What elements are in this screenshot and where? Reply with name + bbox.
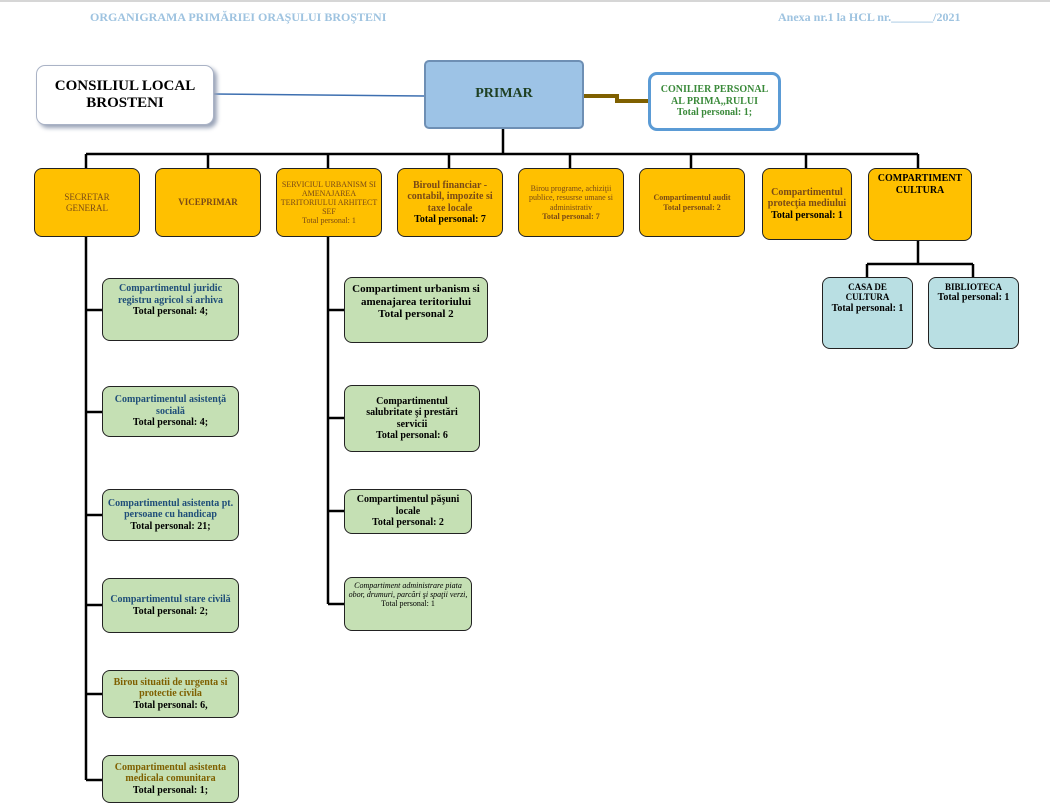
urbanism-child-total-3: Total personal: 2 bbox=[372, 517, 444, 529]
birou-programe-title: Birou programe, achiziţii publice, resus… bbox=[529, 184, 613, 212]
urbanism-child-title-2: Compartimentul salubritate şi prestări s… bbox=[366, 395, 458, 430]
serviciul-urbanism-box: SERVICIUL URBANISM SI AMENAJAREA TERITOR… bbox=[276, 168, 382, 237]
primar-label: PRIMAR bbox=[475, 86, 533, 102]
secretar-child-title-1: Compartimentul juridic registru agricol … bbox=[117, 283, 224, 306]
secretar-child-title-3: Compartimentul asistenta pt. persoane cu… bbox=[107, 497, 234, 521]
biroul-financiar-box: Biroul financiar - contabil, impozite si… bbox=[397, 168, 503, 237]
secretar-child-total-6: Total personal: 1; bbox=[132, 784, 209, 796]
secretar-child-total-5: Total personal: 6, bbox=[133, 699, 208, 711]
secretar-general-box: SECRETAR GENERAL bbox=[34, 168, 140, 237]
secretar-general-label: SECRETAR GENERAL bbox=[64, 192, 110, 213]
biblioteca-box: BIBLIOTECA Total personal: 1 bbox=[928, 277, 1019, 349]
secretar-child-title-5: Birou situatii de urgenta si protectie c… bbox=[113, 676, 228, 700]
biroul-financiar-title: Biroul financiar - contabil, impozite si… bbox=[407, 179, 493, 214]
casa-de-cultura-title: CASA DE CULTURA bbox=[845, 282, 890, 303]
serviciul-urbanism-title: SERVICIUL URBANISM SI AMENAJAREA TERITOR… bbox=[280, 179, 378, 217]
viceprimar-label: VICEPRIMAR bbox=[178, 197, 238, 208]
secretar-child-title-4: Compartimentul stare civilă bbox=[110, 594, 231, 605]
secretar-child-box-3: Compartimentul asistenta pt. persoane cu… bbox=[102, 489, 239, 541]
consiliul-local-box: CONSILIUL LOCAL BROSTENI bbox=[36, 65, 214, 125]
biblioteca-title: BIBLIOTECA bbox=[944, 282, 1003, 292]
protectia-mediului-title: Compartimentul protecţia mediului bbox=[767, 186, 847, 210]
consiliul-local-label: CONSILIUL LOCAL BROSTENI bbox=[54, 77, 196, 111]
urbanism-child-box-4: Compartiment administrare piata obor, dr… bbox=[344, 577, 472, 631]
top-border-line bbox=[0, 0, 1050, 2]
urbanism-child-total-2: Total personal: 6 bbox=[376, 430, 448, 441]
secretar-child-total-1: Total personal: 4; bbox=[132, 306, 209, 317]
serviciul-urbanism-total: Total personal: 1 bbox=[302, 216, 356, 226]
secretar-child-box-1: Compartimentul juridic registru agricol … bbox=[102, 278, 239, 341]
header-left-title: ORGANIGRAMA PRIMĂRIEI ORAŞULUI BROŞTENI bbox=[90, 10, 387, 24]
protectia-mediului-box: Compartimentul protecţia mediului Total … bbox=[762, 168, 852, 240]
compartimentul-audit-title: Compartimentul audit bbox=[653, 193, 731, 203]
urbanism-child-title-1: Compartiment urbanism si amenajarea teri… bbox=[352, 283, 480, 308]
secretar-child-title-6: Compartimentul asistenta medicala comuni… bbox=[114, 761, 227, 785]
consilier-personal-total: Total personal: 1; bbox=[676, 107, 753, 119]
secretar-child-box-4: Compartimentul stare civilă Total person… bbox=[102, 578, 239, 633]
secretar-child-total-3: Total personal: 21; bbox=[130, 520, 211, 532]
header-right-title: Anexa nr.1 la HCL nr._______/2021 bbox=[778, 10, 961, 24]
compartimentul-audit-total: Total personal: 2 bbox=[663, 202, 721, 212]
consilier-personal-title: CONILIER PERSONAL AL PRIMA,,RULUI bbox=[660, 84, 769, 107]
birou-programe-box: Birou programe, achiziţii publice, resus… bbox=[518, 168, 624, 237]
casa-de-cultura-total: Total personal: 1 bbox=[831, 302, 904, 314]
consilier-personal-box: CONILIER PERSONAL AL PRIMA,,RULUI Total … bbox=[648, 72, 781, 131]
biroul-financiar-total: Total personal: 7 bbox=[414, 214, 486, 225]
urbanism-child-total-4: Total personal: 1 bbox=[381, 599, 435, 609]
secretar-child-box-5: Birou situatii de urgenta si protectie c… bbox=[102, 670, 239, 718]
urbanism-child-box-3: Compartimentul păşuni locale Total perso… bbox=[344, 489, 472, 534]
urbanism-child-total-1: Total personal 2 bbox=[378, 308, 454, 321]
compartiment-cultura-label: COMPARTIMENT CULTURA bbox=[877, 173, 963, 196]
secretar-child-total-2: Total personal: 4; bbox=[132, 417, 209, 429]
protectia-mediului-total: Total personal: 1 bbox=[771, 209, 843, 221]
birou-programe-total: Total personal: 7 bbox=[542, 211, 600, 221]
primar-box: PRIMAR bbox=[424, 60, 584, 129]
viceprimar-box: VICEPRIMAR bbox=[155, 168, 261, 237]
secretar-child-title-2: Compartimentul asistenţă socială bbox=[114, 394, 227, 417]
compartiment-cultura-box: COMPARTIMENT CULTURA bbox=[868, 168, 972, 241]
secretar-child-box-6: Compartimentul asistenta medicala comuni… bbox=[102, 755, 239, 803]
urbanism-child-title-3: Compartimentul păşuni locale bbox=[356, 494, 460, 517]
secretar-child-total-4: Total personal: 2; bbox=[132, 605, 209, 617]
compartimentul-audit-box: Compartimentul audit Total personal: 2 bbox=[639, 168, 745, 237]
urbanism-child-box-2: Compartimentul salubritate şi prestări s… bbox=[344, 385, 480, 452]
urbanism-child-title-4: Compartiment administrare piata obor, dr… bbox=[348, 581, 468, 600]
urbanism-child-box-1: Compartiment urbanism si amenajarea teri… bbox=[344, 277, 488, 343]
casa-de-cultura-box: CASA DE CULTURA Total personal: 1 bbox=[822, 277, 913, 349]
secretar-child-box-2: Compartimentul asistenţă socială Total p… bbox=[102, 386, 239, 437]
biblioteca-total: Total personal: 1 bbox=[937, 292, 1010, 304]
